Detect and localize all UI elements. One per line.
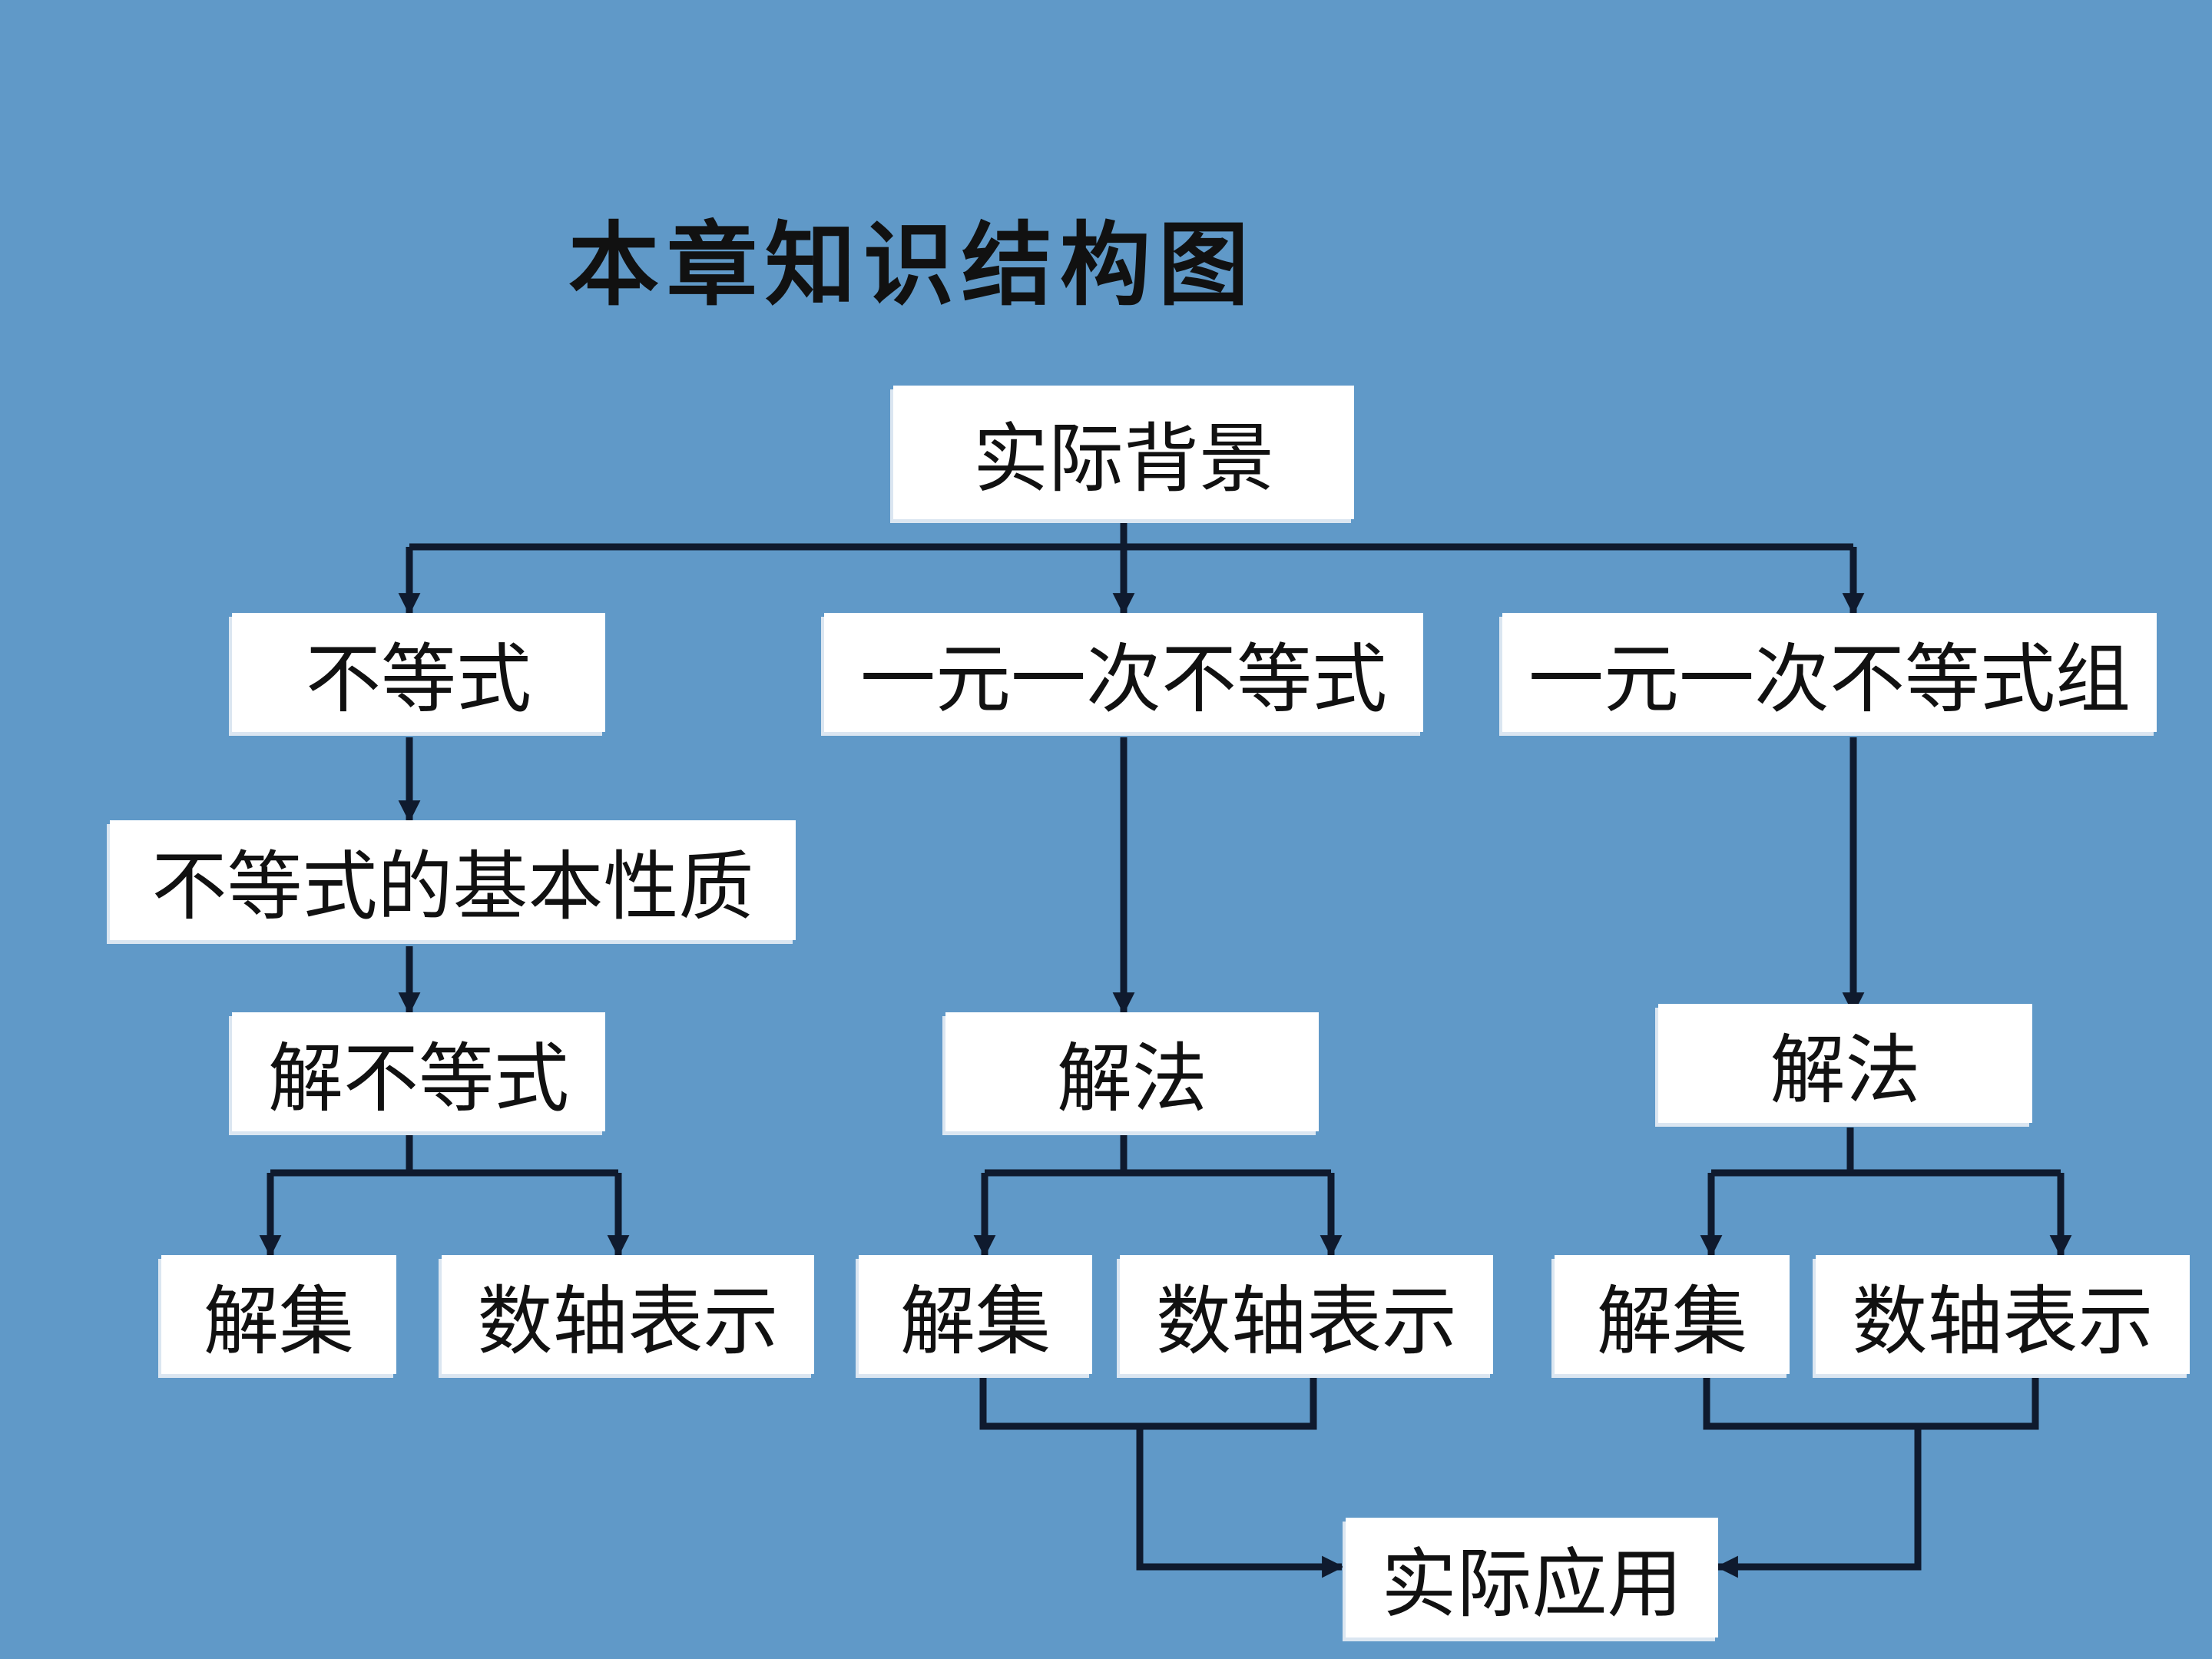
connector-col2-split [985,1135,1331,1177]
node-application-label: 实际应用 [1381,1541,1683,1628]
node-col2-method-label: 解法 [1056,1035,1207,1123]
node-col3-number-line-label: 数轴表示 [1852,1277,2154,1366]
node-col2-number-line-label: 数轴表示 [1155,1277,1457,1366]
node-inequality-label: 不等式 [305,635,531,724]
node-col1-number-line: 数轴表示 [442,1255,814,1374]
node-col3-solution-set-label: 解集 [1596,1277,1747,1366]
node-basic-properties: 不等式的基本性质 [110,820,796,940]
node-col1-number-line-label: 数轴表示 [477,1277,779,1366]
connector-col1-split [270,1135,618,1177]
node-col3-method: 解法 [1658,1004,2032,1123]
node-background: 实际背景 [893,386,1354,519]
node-inequality: 不等式 [232,613,605,732]
node-col2-number-line: 数轴表示 [1120,1255,1493,1374]
node-basic-properties-label: 不等式的基本性质 [151,843,754,931]
node-application: 实际应用 [1346,1518,1718,1637]
connector-col2-merge [979,1375,1342,1567]
node-background-label: 实际背景 [972,416,1274,503]
connector-background-bus [409,519,1853,551]
connector-col3-merge [1707,1375,2039,1567]
node-col3-solution-set: 解集 [1555,1255,1790,1374]
node-col1-solution-set: 解集 [161,1255,396,1374]
node-col3-number-line: 数轴表示 [1816,1255,2190,1374]
page-title: 本章知识结构图 [568,212,1257,318]
node-col2-solution-set: 解集 [859,1255,1092,1374]
node-solve-inequality-label: 解不等式 [267,1035,569,1123]
node-linear-inequality: 一元一次不等式 [824,613,1423,732]
node-solve-inequality: 解不等式 [232,1012,605,1131]
node-col2-method: 解法 [945,1012,1319,1131]
node-inequality-system-label: 一元一次不等式组 [1528,635,2131,724]
connector-col3-split [1711,1128,2061,1177]
node-linear-inequality-label: 一元一次不等式 [859,635,1387,724]
node-col2-solution-set-label: 解集 [899,1277,1051,1366]
node-col1-solution-set-label: 解集 [203,1277,354,1366]
node-inequality-system: 一元一次不等式组 [1502,613,2157,732]
node-col3-method-label: 解法 [1770,1026,1921,1114]
